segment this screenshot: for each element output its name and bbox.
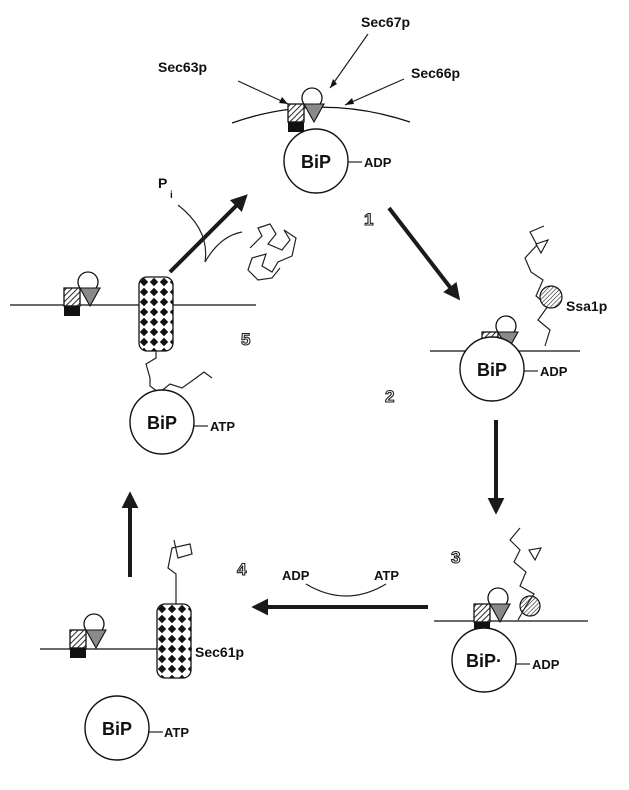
sec61p-channel-4 <box>156 603 192 679</box>
bip-circle-5 <box>129 389 195 455</box>
step-label-4: 4 <box>237 560 247 579</box>
adp-label-1: ADP <box>364 155 392 170</box>
released-polypeptide <box>247 223 297 281</box>
bip-circle-2 <box>459 336 525 402</box>
bip-label-4: BiP <box>102 719 132 739</box>
arrow-1-to-2 <box>387 206 461 301</box>
state-2: BiP ADP Ssa1p 2 <box>384 225 607 407</box>
ssa1p-label: Ssa1p <box>566 298 607 314</box>
ssa1p-circle-2 <box>539 285 563 309</box>
bip-circle-3 <box>451 627 517 693</box>
step-label-1: 1 <box>364 210 373 229</box>
sec61p-channel-5 <box>138 276 174 352</box>
step-label-5: 5 <box>241 330 250 349</box>
atp-label-5: ATP <box>210 419 235 434</box>
nucleotide-exchange: ADP ATP <box>251 568 428 616</box>
arrow-5-to-1 <box>168 194 248 274</box>
translocating-chain-5 <box>145 351 213 393</box>
bip-label-5: BiP <box>147 413 177 433</box>
atp-label-4: ATP <box>164 725 189 740</box>
step-label-3: 3 <box>451 548 460 567</box>
state-4: Sec61p BiP ATP 4 <box>40 539 248 761</box>
bip-label-3: BiP· <box>466 651 502 671</box>
translocating-chain-4 <box>167 539 193 604</box>
sec67p-label: Sec67p <box>361 14 410 30</box>
bip-label-1: BiP <box>301 152 331 172</box>
sec63p-label: Sec63p <box>158 59 207 75</box>
precursor-chain-3 <box>509 527 535 621</box>
atp-label-exchange: ATP <box>374 568 399 583</box>
sec63p-complex-1 <box>287 87 325 133</box>
adp-label-2: ADP <box>540 364 568 379</box>
adp-label-exchange: ADP <box>282 568 310 583</box>
sec63p-complex-5 <box>63 271 101 317</box>
bip-label-2: BiP <box>477 360 507 380</box>
bip-circle-1 <box>283 128 349 194</box>
pi-subscript: i <box>170 190 173 201</box>
state-5: BiP ATP 5 <box>10 271 256 455</box>
sec63p-complex-3 <box>473 587 511 633</box>
ssa1p-circle-3 <box>519 595 541 617</box>
precursor-chain-2 <box>524 225 551 347</box>
adp-label-3: ADP <box>532 657 560 672</box>
step-label-2: 2 <box>385 387 394 406</box>
sec61p-label: Sec61p <box>195 644 244 660</box>
bip-circle-4 <box>84 695 150 761</box>
state-1: BiP ADP Sec67p Sec63p Sec66p 1 <box>158 14 460 230</box>
sec63p-complex-4 <box>69 613 107 659</box>
sec66p-label: Sec66p <box>411 65 460 81</box>
pi-label: P <box>158 175 167 191</box>
state-3: BiP· ADP 3 <box>434 527 588 693</box>
pi-release: P i <box>158 175 248 274</box>
